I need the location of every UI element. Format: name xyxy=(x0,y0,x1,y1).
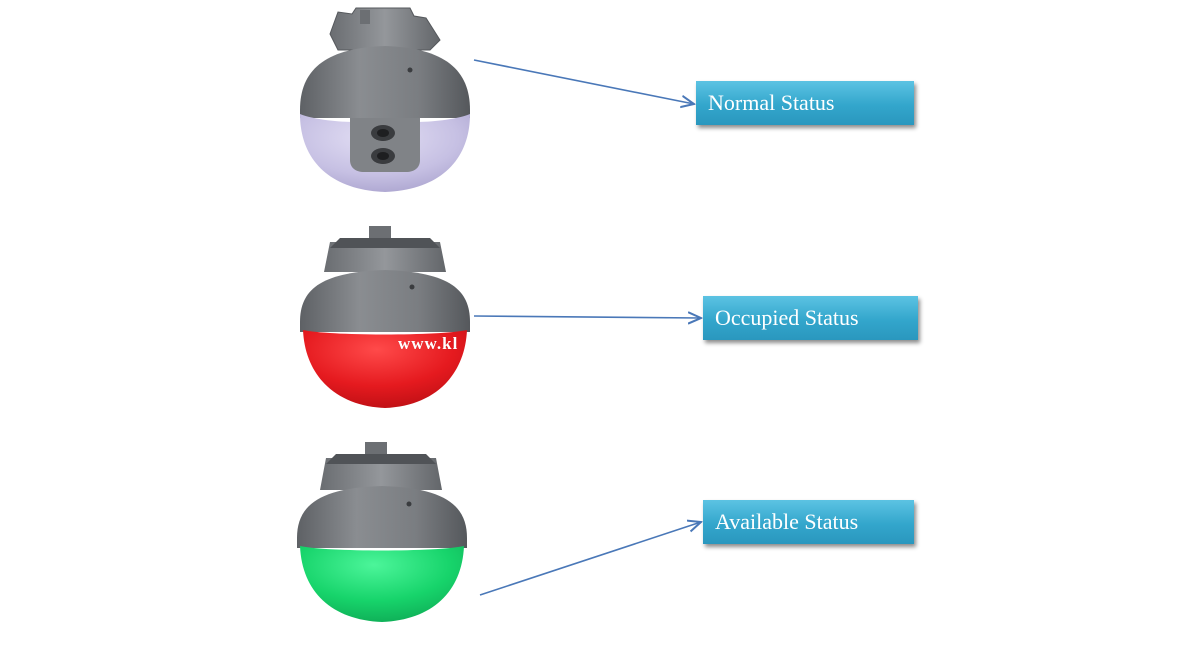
occupied-status-text: Occupied Status xyxy=(715,305,859,330)
arrow-right-icon xyxy=(473,59,694,104)
available-status-text: Available Status xyxy=(715,509,859,534)
occupied-status-label: Occupied Status xyxy=(703,296,918,340)
parking-sensor-icon xyxy=(300,226,470,408)
sensor-available xyxy=(297,442,467,622)
sensor-normal xyxy=(300,7,470,192)
parking-sensor-icon xyxy=(297,442,467,622)
arrow-right-icon xyxy=(479,522,701,596)
watermark-text: www.kl xyxy=(398,334,459,353)
normal-status-text: Normal Status xyxy=(708,90,835,115)
available-status-label: Available Status xyxy=(703,500,914,544)
arrow-right-icon xyxy=(473,316,701,318)
parking-sensor-icon xyxy=(300,7,470,192)
sensor-occupied xyxy=(300,226,470,408)
normal-status-label: Normal Status xyxy=(696,81,914,125)
